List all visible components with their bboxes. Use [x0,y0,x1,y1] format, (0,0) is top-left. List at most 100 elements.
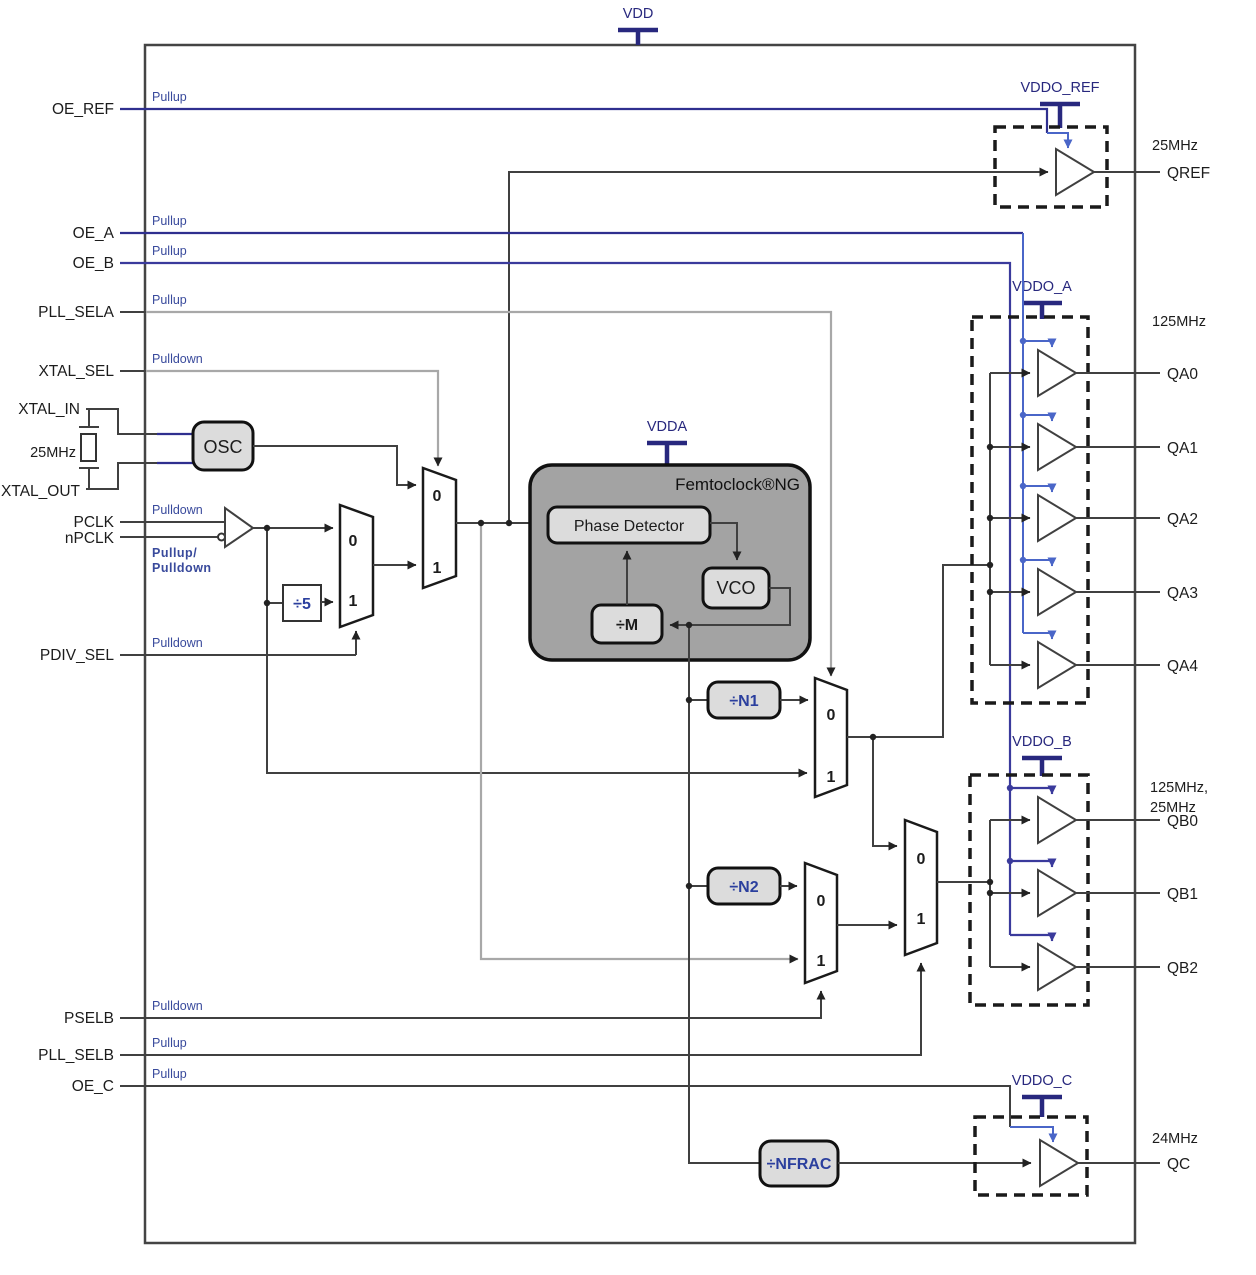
bank-a-dashed-box [970,315,1090,705]
bank-a-output-bank: 125MHz QA0 QA1 QA2 QA3 QA4 [970,314,1206,705]
vddo-a-label: VDDO_A [1012,279,1072,295]
junction-dot [986,588,994,596]
pclk-resistor: Pulldown [152,503,203,517]
crystal-body [80,433,97,462]
pll-bypass-b-wire [479,523,799,964]
pll-sela-wire [145,310,836,677]
junction-dot [869,733,877,741]
oe-ref-wire [120,107,1049,133]
oe-c-enable-drop [1010,1126,1058,1143]
qref-freq: 25MHz [1152,138,1198,154]
pclk-div-mux-1: 1 [349,593,358,610]
pclk-bypass-wire [266,528,808,778]
vddo-ref-label: VDDO_REF [1021,80,1100,96]
osc-block: OSC [191,420,417,490]
qc-buffer [1039,1138,1080,1188]
prescaler-and-input-muxes: ÷5 0 1 0 1 [120,466,542,656]
junction-dot [986,443,994,451]
npclk-resistor-2: Pulldown [152,561,212,575]
pll-title: Femtoclock®NG [675,475,800,494]
xtal-in-wire [86,408,157,435]
xtal-sel-resistor: Pulldown [152,352,203,366]
pin-pll-sela: PLL_SELA [38,304,114,321]
oe-ref-enable-drop [1047,132,1073,149]
qb2-buffer [1037,942,1078,992]
qa0-enable [1023,338,1057,348]
pclk-div-mux [338,503,375,629]
junction-dot [263,524,271,532]
pll-selb-wire [120,962,926,1056]
qa1-enable [1023,412,1057,422]
pin-xtal-out: XTAL_OUT [1,483,80,500]
junction-dot [263,599,271,607]
oe-b-resistor: Pullup [152,244,187,258]
pd-to-vco-wire [710,522,742,561]
bank-b-dashed-box [968,773,1090,1007]
pll-sela-resistor: Pullup [152,293,187,307]
enable-junction-dot [1006,784,1014,792]
vco-label: VCO [716,578,755,598]
power-vddo-c: VDDO_C [1012,1073,1072,1117]
qa0-buffer [1037,348,1078,398]
left-pin-labels: OE_REF OE_A OE_B PLL_SELA XTAL_SEL XTAL_… [1,101,115,1095]
qa3-enable [1023,557,1057,567]
pin-oe-ref: OE_REF [52,101,114,118]
bank-a-freq: 125MHz [1152,314,1206,330]
qref-feed-wire [508,167,1049,523]
vdd-label: VDD [623,6,654,22]
crystal-symbol [79,408,193,490]
bank-c-dashed-box [973,1115,1089,1197]
crystal-plates [79,409,99,489]
qb2-enable [1010,932,1057,942]
qa0-pin: QA0 [1167,366,1198,383]
bank-b-div-mux [803,861,839,985]
bank-a-mux [813,676,849,799]
bank-b-divider-muxes: ÷N2 0 1 0 1 [706,818,990,985]
xtal-sel-wire [145,369,443,467]
osc-output-wire [253,445,417,490]
junction-dot [986,889,994,897]
bank-b-freq-2: 25MHz [1150,800,1196,816]
pin-pll-selb: PLL_SELB [38,1047,114,1064]
qa2-enable [1023,483,1057,493]
qref-buffer [1055,147,1096,197]
vco-output-trunk [688,625,760,1164]
junction-dot [685,621,693,629]
qref-dashed-box [993,125,1109,209]
pll-body [528,463,812,662]
bank-b-output-bank: 125MHz, 25MHz QB0 QB1 QB2 [968,773,1208,1007]
bank-a-divider-mux: ÷N1 0 1 [706,564,990,851]
pin-pselb: PSELB [64,1010,114,1027]
vdda-power-symbol [647,440,687,467]
vco-feedback-wire [669,587,791,630]
pdiv-sel-resistor: Pulldown [152,636,203,650]
oe-b-wire [120,261,1012,935]
vddo-c-label: VDDO_C [1012,1073,1072,1089]
div-n2-label: ÷N2 [729,879,758,896]
junction-dot [986,514,994,522]
vdda-label: VDDA [647,419,688,435]
osc-label: OSC [203,437,242,457]
pselb-resistor: Pulldown [152,999,203,1013]
bank-b-freq-1: 125MHz, [1150,780,1208,796]
qb1-buffer [1037,868,1078,918]
pselb-wire [120,990,826,1019]
qa3-pin: QA3 [1167,585,1198,602]
bank-b-mux-1: 1 [917,911,926,928]
bank-a-to-b-wire [872,737,898,851]
bank-a-feed-wire [847,564,990,738]
phase-detector-box [546,505,712,545]
div-m-label: ÷M [616,617,638,634]
qa4-buffer [1037,640,1078,690]
junction-dot [685,882,693,890]
junction-dot [505,519,513,527]
power-vddo-b: VDDO_B [1012,734,1072,776]
oe-a-resistor: Pullup [152,214,187,228]
div-n1-label: ÷N1 [729,693,758,710]
vddo-a-power-symbol [1022,300,1062,319]
pin-oe-b: OE_B [73,255,114,272]
vdd-power-symbol [618,27,658,45]
pin-xtal-in: XTAL_IN [18,401,80,418]
bank-c-divider: ÷NFRAC [758,1139,1032,1188]
